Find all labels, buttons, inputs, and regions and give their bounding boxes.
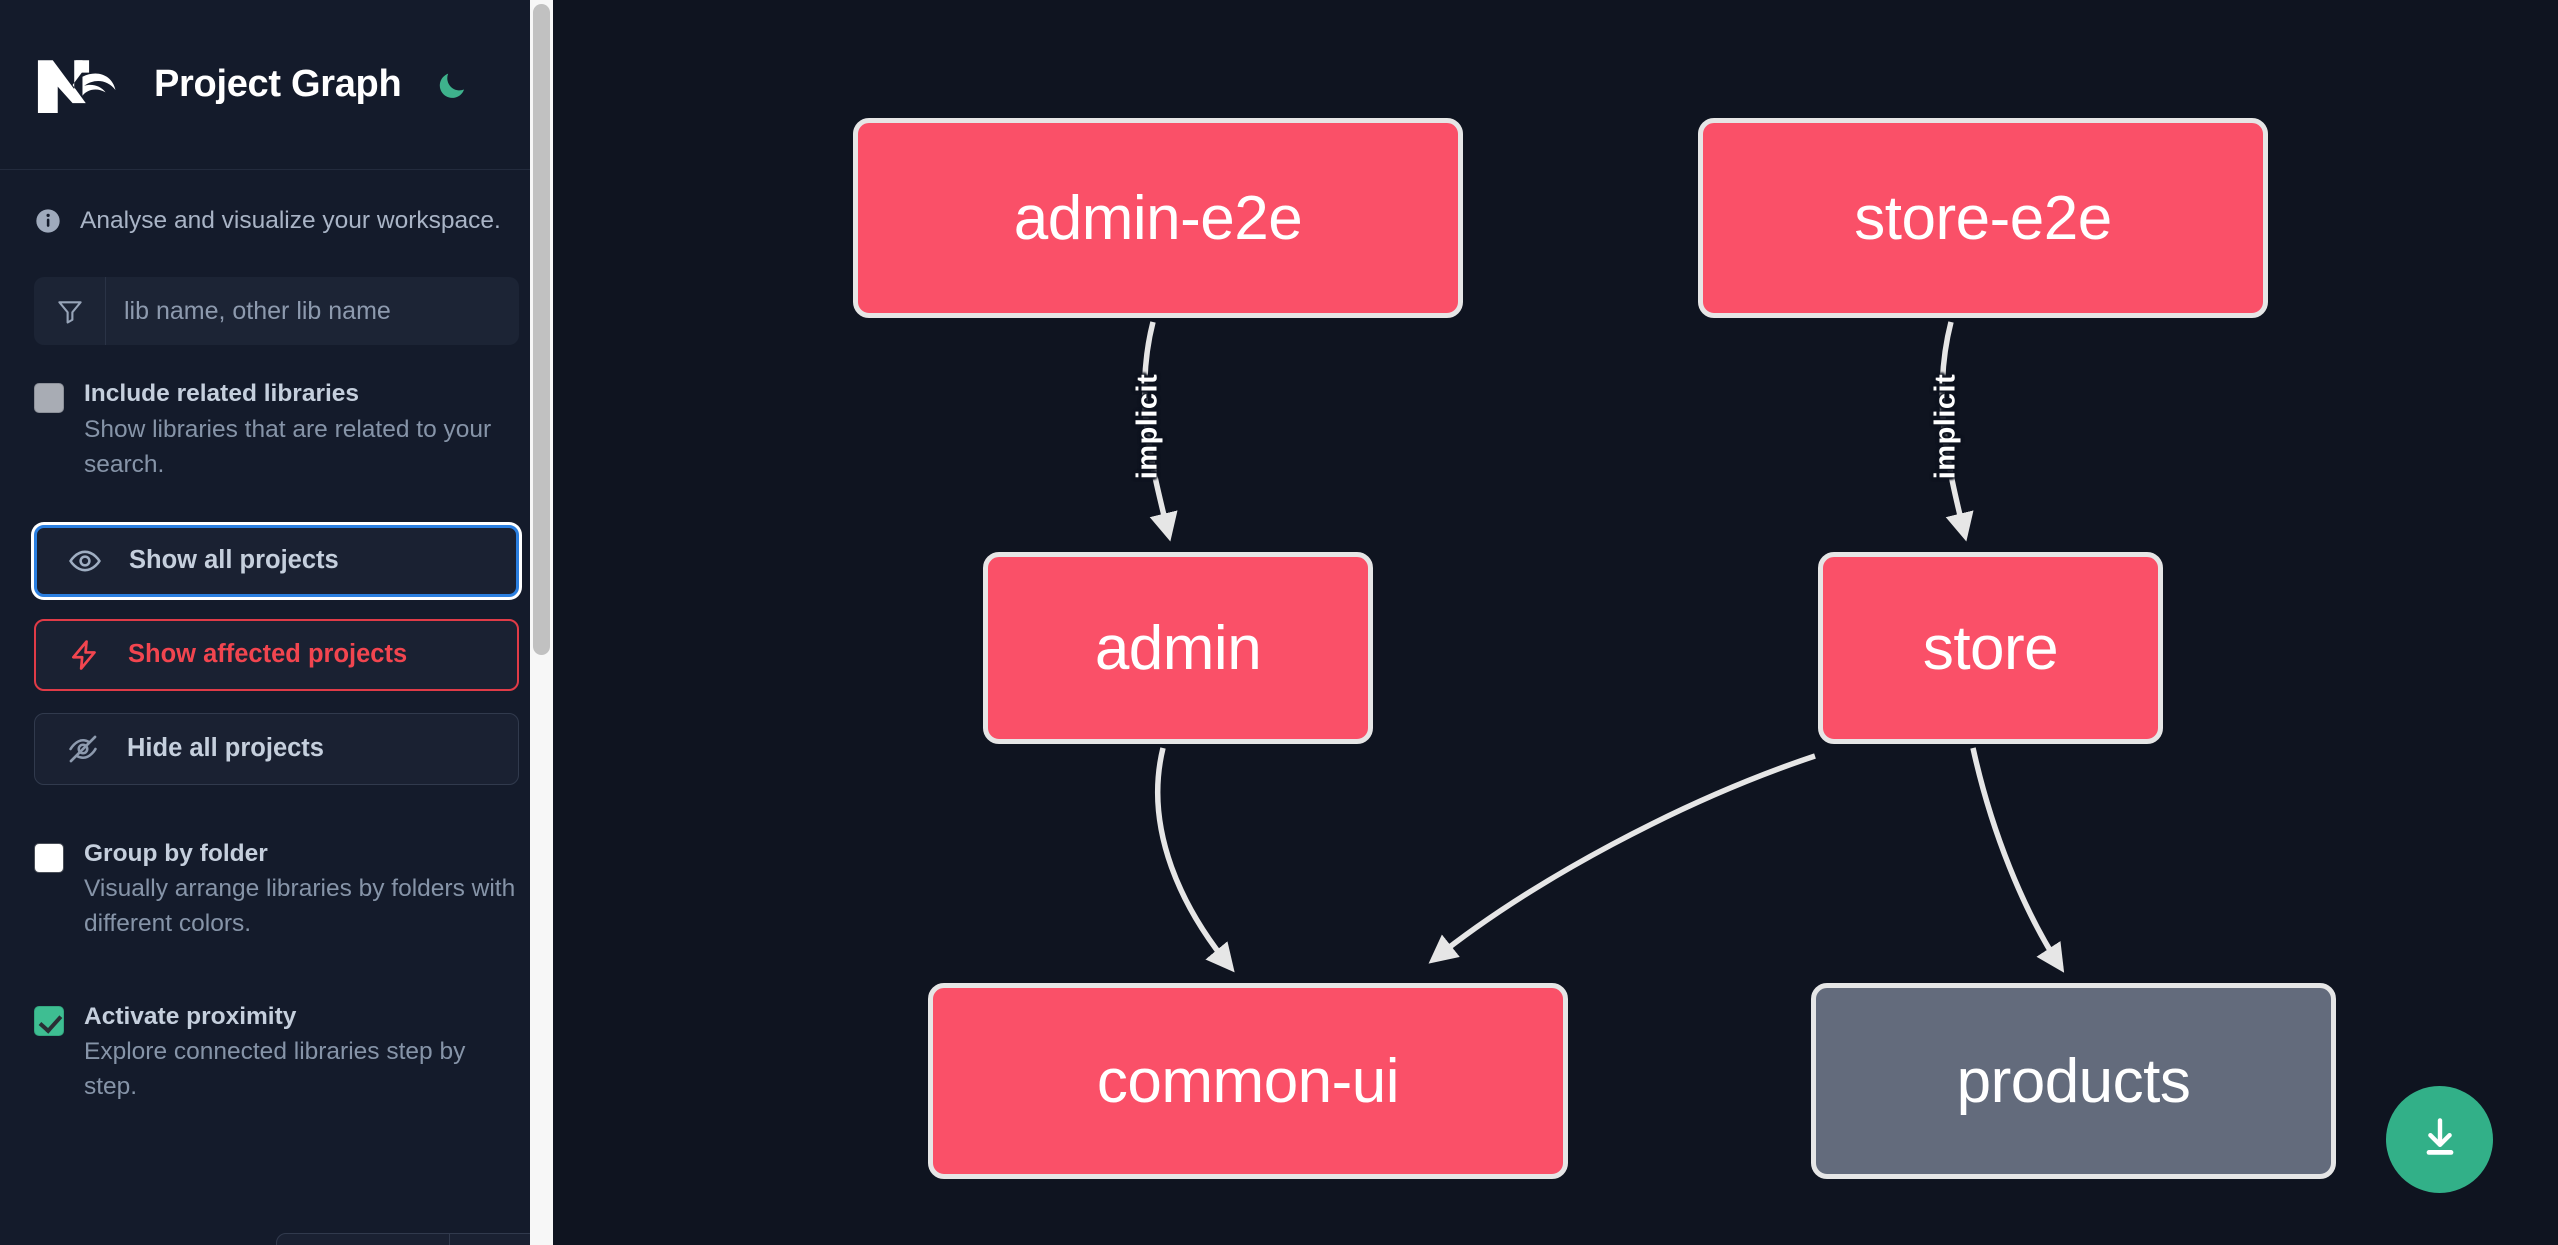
activate-proximity-label: Activate proximity	[84, 1002, 297, 1030]
graph-canvas[interactable]: admin-e2e store-e2e admin store common-u…	[553, 0, 2558, 1245]
include-related-libraries-checkbox[interactable]	[34, 383, 64, 414]
hide-all-projects-button[interactable]: Hide all projects	[34, 712, 519, 785]
graph-node-admin[interactable]: admin	[983, 552, 1373, 744]
proximity-stepper-group[interactable]	[276, 1233, 553, 1245]
info-text: Analyse and visualize your workspace.	[80, 207, 501, 234]
edge-admin-to-common-ui	[1154, 747, 1235, 973]
show-all-projects-button[interactable]: Show all projects	[34, 524, 519, 597]
option-group-by-folder[interactable]: Group by folder Visually arrange librari…	[0, 805, 553, 942]
show-all-projects-label: Show all projects	[129, 546, 339, 575]
visibility-button-group: Show all projects Show affected projects	[34, 524, 519, 785]
graph-node-admin-e2e[interactable]: admin-e2e	[853, 118, 1463, 318]
edge-admin-e2e-to-admin	[1141, 321, 1178, 542]
node-label: store	[1922, 613, 2059, 683]
sidebar-header: Project Graph	[0, 0, 553, 170]
sidebar-scrollbar-track[interactable]	[530, 0, 553, 1245]
graph-edges	[1141, 321, 2065, 973]
moon-icon[interactable]	[429, 62, 475, 108]
node-label: admin-e2e	[1013, 183, 1303, 253]
hide-all-projects-label: Hide all projects	[127, 734, 324, 763]
sidebar: Project Graph Analyse and visualize your…	[0, 0, 553, 1245]
lightning-bolt-icon	[66, 637, 102, 673]
graph-node-common-ui[interactable]: common-ui	[928, 983, 1568, 1179]
option-activate-proximity[interactable]: Activate proximity Explore connected lib…	[0, 968, 553, 1105]
include-related-libraries-description: Show libraries that are related to your …	[84, 416, 492, 478]
search-input[interactable]	[106, 277, 519, 346]
edge-store-to-products	[1970, 747, 2065, 973]
eye-icon	[67, 543, 103, 579]
node-label: admin	[1094, 613, 1262, 683]
node-label: common-ui	[1096, 1046, 1400, 1116]
graph-node-store-e2e[interactable]: store-e2e	[1698, 118, 2268, 318]
edge-store-to-common-ui	[1428, 753, 1816, 964]
info-circle-icon	[34, 207, 62, 235]
search-bar[interactable]	[34, 277, 519, 346]
eye-off-icon	[65, 731, 101, 767]
show-affected-projects-label: Show affected projects	[128, 640, 408, 669]
nx-logo-icon	[34, 52, 126, 118]
download-icon	[2416, 1114, 2464, 1165]
option-include-related-libraries[interactable]: Include related libraries Show libraries…	[0, 345, 553, 482]
show-affected-projects-button[interactable]: Show affected projects	[34, 618, 519, 691]
download-graph-button[interactable]	[2386, 1086, 2493, 1193]
activate-proximity-description: Explore connected libraries step by step…	[84, 1038, 466, 1101]
node-label: products	[1956, 1046, 2191, 1116]
edge-store-e2e-to-store	[1939, 321, 1974, 542]
app-title: Project Graph	[154, 63, 402, 105]
node-label: store-e2e	[1854, 183, 2112, 253]
sidebar-scrollbar-thumb[interactable]	[533, 4, 550, 655]
group-by-folder-description: Visually arrange libraries by folders wi…	[84, 875, 516, 937]
proximity-stepper-decrease[interactable]	[277, 1234, 450, 1245]
graph-node-products[interactable]: products	[1811, 983, 2336, 1179]
filter-funnel-icon	[34, 277, 106, 346]
group-by-folder-label: Group by folder	[84, 839, 268, 867]
graph-node-store[interactable]: store	[1818, 552, 2163, 744]
activate-proximity-checkbox[interactable]	[34, 1005, 64, 1036]
group-by-folder-checkbox[interactable]	[34, 842, 64, 873]
info-row: Analyse and visualize your workspace.	[0, 170, 553, 235]
include-related-libraries-label: Include related libraries	[84, 380, 360, 408]
